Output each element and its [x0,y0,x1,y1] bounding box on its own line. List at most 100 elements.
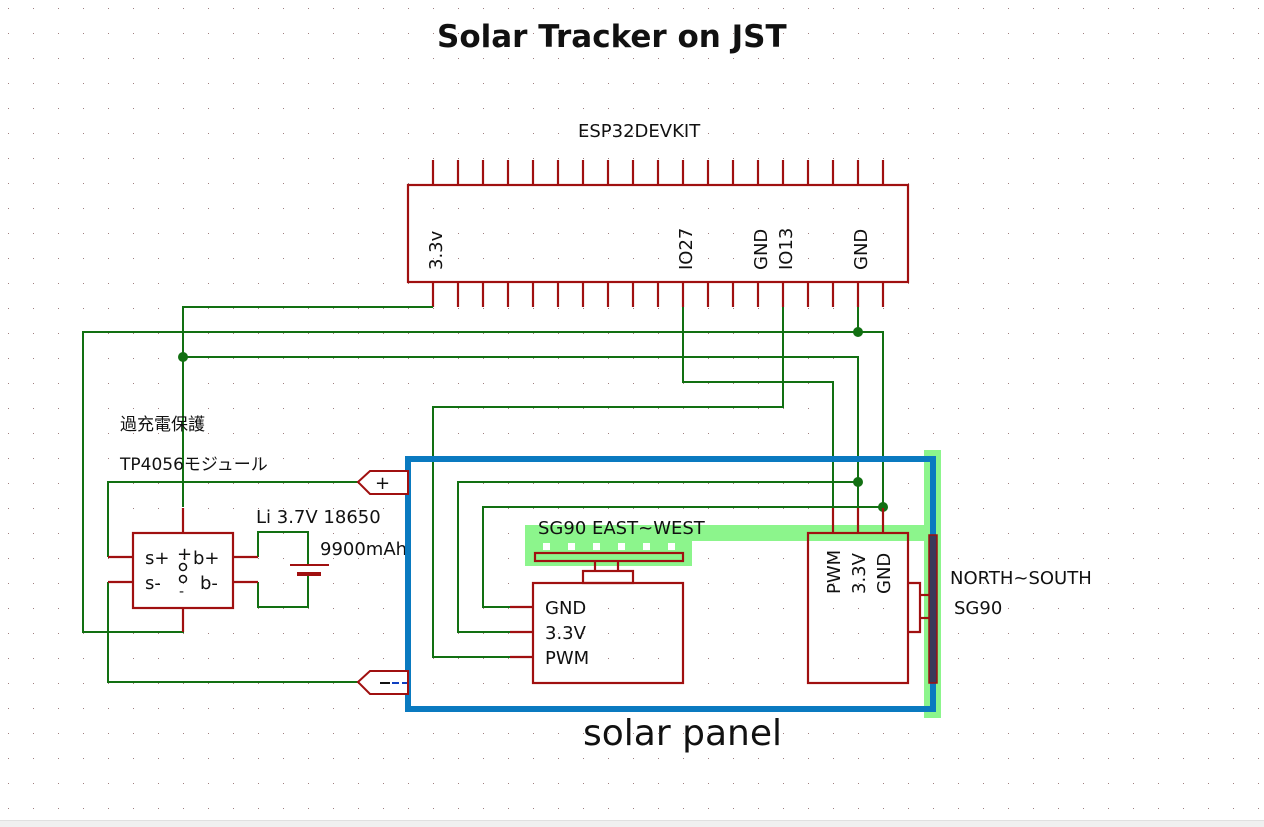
grid-dot [1258,433,1259,434]
grid-dot [83,283,84,284]
grid-dot [608,208,609,209]
grid-dot [833,58,834,59]
grid-dot [483,733,484,734]
grid-dot [108,333,109,334]
grid-dot [758,58,759,59]
grid-dot [608,333,609,334]
grid-dot [483,8,484,9]
grid-dot [733,208,734,209]
grid-dot [383,8,384,9]
grid-dot [483,358,484,359]
wire-gnd-to-ns [858,331,884,507]
grid-dot [783,508,784,509]
grid-dot [508,808,509,809]
grid-dot [1258,333,1259,334]
servo-east-west[interactable]: SG90 EAST~WEST GND 3.3V PWM [510,518,706,685]
grid-dot [1133,783,1134,784]
grid-dot [358,33,359,34]
grid-dot [558,333,559,334]
grid-dot [208,583,209,584]
grid-dot [458,808,459,809]
grid-dot [1058,508,1059,509]
grid-dot [1183,308,1184,309]
grid-dot [1083,583,1084,584]
grid-dot [1183,783,1184,784]
grid-dot [1183,383,1184,384]
grid-dot [833,208,834,209]
grid-dot [83,708,84,709]
grid-dot [158,158,159,159]
grid-dot [8,658,9,659]
grid-dot [858,33,859,34]
grid-dot [158,658,159,659]
grid-dot [408,733,409,734]
grid-dot [158,583,159,584]
grid-dot [458,733,459,734]
grid-dot [208,408,209,409]
label-minus: - [179,584,184,600]
grid-dot [1233,158,1234,159]
grid-dot [1133,483,1134,484]
grid-dot [183,8,184,9]
grid-dot [1258,808,1259,809]
grid-dot [1158,333,1159,334]
grid-dot [33,608,34,609]
battery[interactable]: Li 3.7V 18650 9900mAh [256,507,407,576]
grid-dot [983,383,984,384]
grid-dot [758,608,759,609]
grid-dot [283,108,284,109]
grid-dot [633,408,634,409]
grid-dot [158,508,159,509]
grid-dot [933,233,934,234]
grid-dot [1158,558,1159,559]
grid-dot [1183,8,1184,9]
grid-dot [33,283,34,284]
grid-dot [683,258,684,259]
grid-dot [1008,783,1009,784]
grid-dot [58,608,59,609]
grid-dot [1183,208,1184,209]
grid-dot [408,133,409,134]
grid-dot [483,133,484,134]
grid-dot [783,433,784,434]
grid-dot [8,608,9,609]
grid-dot [508,333,509,334]
grid-dot [158,383,159,384]
grid-dot [133,633,134,634]
grid-dot [608,508,609,509]
grid-dot [508,558,509,559]
servo-north-south[interactable]: PWM 3.3V GND NORTH~SOUTH SG90 [806,508,1092,685]
grid-dot [533,483,534,484]
grid-dot [333,333,334,334]
grid-dot [883,58,884,59]
grid-dot [483,333,484,334]
grid-dot [1008,558,1009,559]
grid-dot [458,633,459,634]
grid-dot [1258,533,1259,534]
esp32-module[interactable]: ESP32DEVKIT 3.3v IO27 GND IO13 GND [406,121,910,307]
connector-minus[interactable] [356,670,409,695]
servo-ew-horn [533,551,685,563]
grid-dot [983,8,984,9]
grid-dot [108,33,109,34]
grid-dot [258,758,259,759]
grid-dot [758,483,759,484]
grid-dot [833,783,834,784]
grid-dot [58,558,59,559]
tp4056-module[interactable]: 過充電保護 TP4056モジュール s+ s- b+ b- + - [108,415,268,632]
grid-dot [708,583,709,584]
grid-dot [208,383,209,384]
grid-dot [1208,458,1209,459]
grid-dot [333,758,334,759]
grid-dot [333,633,334,634]
grid-dot [983,208,984,209]
grid-dot [1033,158,1034,159]
horizontal-scrollbar[interactable] [0,820,1264,827]
grid-dot [833,133,834,134]
grid-dot [1108,633,1109,634]
grid-dot [358,358,359,359]
connector-plus[interactable]: + [356,470,409,495]
pin-label-gnd-2: GND [851,229,872,270]
grid-dot [258,408,259,409]
